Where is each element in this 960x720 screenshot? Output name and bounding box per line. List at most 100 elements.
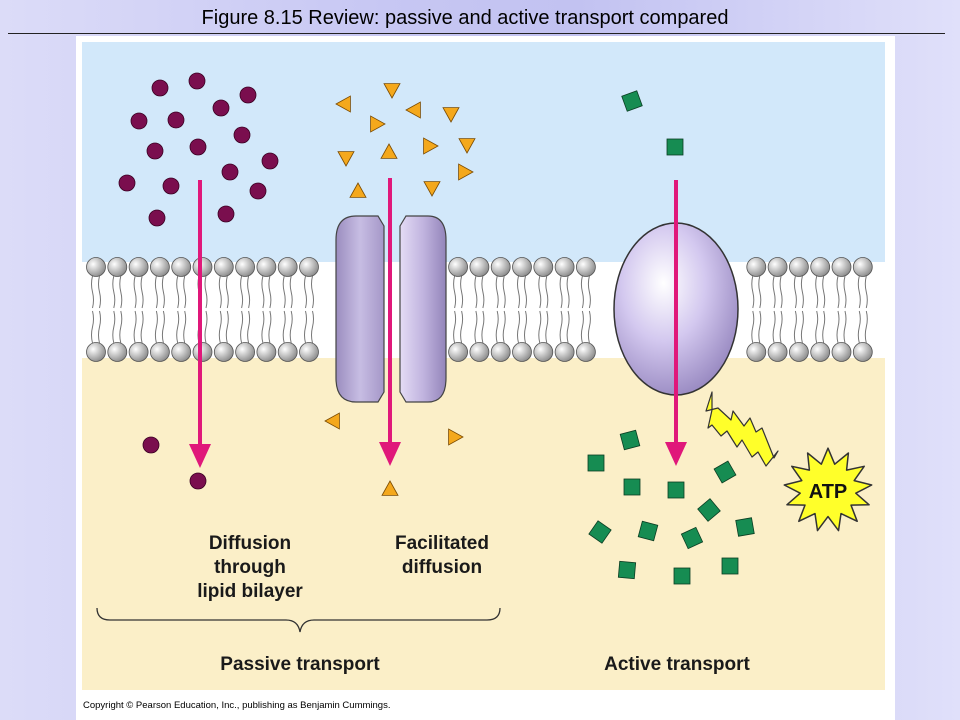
fatty-acid-tail [502,275,506,309]
solute-square-icon [680,526,704,550]
copyright-notice: Copyright © Pearson Education, Inc., pub… [83,700,391,711]
fatty-acid-tail [815,310,819,344]
phospholipid-head-icon [299,257,319,277]
active-transport-label: Active transport [604,654,750,675]
phospholipid-head-icon [299,342,319,362]
diffusion-arrow [189,180,211,468]
solute-triangle-icon [335,95,351,113]
phospholipid-head-icon [469,342,490,362]
phospholipid-head-icon [192,342,213,362]
fatty-acid-tail [289,310,293,344]
molecule-circle-icon [167,111,185,129]
fatty-acid-tail [460,310,464,344]
molecule-circle-icon [189,138,207,156]
solute-triangle-icon [383,83,401,99]
fatty-acid-tail [133,275,137,309]
fatty-acid-tail [857,310,861,344]
phospholipid-head-icon [107,342,128,362]
phospholipid-head-icon [277,342,298,362]
fatty-acid-tail [481,310,485,344]
phospholipid-head-icon [767,257,788,277]
fatty-acid-tail [154,310,158,344]
slide-title: Figure 8.15 Review: passive and active t… [201,7,729,29]
fatty-acid-tail [495,310,499,344]
fatty-acid-tail [218,275,222,309]
phospholipid-head-icon [448,342,469,362]
fatty-acid-tail [112,310,116,344]
solute-triangle-icon [458,163,474,181]
solute-triangle-icon [381,480,399,496]
title-divider [8,33,945,34]
fatty-acid-tail [857,275,861,309]
facilitated-caption-line-1: Facilitated [395,533,489,554]
diffusion-caption-line-2: through [214,557,286,578]
fatty-acid-tail [453,310,457,344]
solute-square-icon [735,517,755,537]
molecule-circle-icon [212,99,230,117]
solute-triangle-icon [458,138,476,154]
diffusion-caption: Diffusion through lipid bilayer [130,532,370,604]
solute-square-icon [666,138,684,156]
molecule-circle-icon [261,152,279,170]
channel-protein [335,215,447,403]
phospholipid-head-icon [533,257,554,277]
molecule-circle-icon [146,142,164,160]
phospholipid-head-icon [235,342,256,362]
fatty-acid-tail [822,310,826,344]
passive-transport-label: Passive transport [220,654,380,675]
fatty-acid-tail [545,275,549,309]
fatty-acid-tail [119,310,123,344]
phospholipid-head-icon [128,257,149,277]
fatty-acid-tail [119,275,123,309]
fatty-acid-tail [566,275,570,309]
molecule-circle-icon [130,112,148,130]
phospholipid-head-icon [149,257,170,277]
fatty-acid-tail [460,275,464,309]
solute-square-icon [637,520,659,542]
fatty-acid-tail [517,275,520,309]
molecule-circle-icon [189,472,207,490]
atp-burst-icon [783,447,873,532]
phospholipid-head-icon [746,257,767,277]
fatty-acid-tail [822,275,826,309]
molecule-circle-icon [221,163,239,181]
passive-transport-brace [96,607,501,633]
molecule-circle-icon [118,174,136,192]
fatty-acid-tail [772,310,776,344]
solute-triangle-icon [423,137,439,155]
solute-square-icon [721,557,739,575]
phospholipid-head-icon [448,257,469,277]
fatty-acid-tail [481,275,485,309]
phospholipid-head-icon [512,342,532,362]
active-transport-arrow [665,180,687,466]
fatty-acid-tail [545,310,549,344]
facilitated-diffusion-arrow [379,178,401,466]
fatty-acid-tail [758,275,762,309]
fatty-acid-tail [772,275,776,309]
solute-triangle-icon [324,412,340,430]
fatty-acid-tail [587,275,591,309]
fatty-acid-tail [98,310,101,344]
fatty-acid-tail [218,310,222,344]
solute-triangle-icon [423,181,441,197]
fatty-acid-tail [304,275,307,309]
fatty-acid-tail [176,310,180,344]
phospholipid-head-icon [213,257,234,277]
phospholipid-head-icon [213,342,234,362]
phospholipid-head-icon [831,257,852,277]
molecule-circle-icon [239,86,257,104]
phospholipid-head-icon [277,257,298,277]
molecule-circle-icon [249,182,267,200]
phospholipid-head-icon [554,342,575,362]
molecule-circle-icon [233,126,251,144]
phospholipid-head-icon [554,257,575,277]
fatty-acid-tail [758,310,762,344]
fatty-acid-tail [864,275,868,309]
fatty-acid-tail [538,275,542,309]
phospholipid-head-icon [256,257,277,277]
molecule-circle-icon [217,205,235,223]
fatty-acid-tail [204,310,208,344]
phospholipid-head-icon [171,257,192,277]
fatty-acid-tail [495,275,499,309]
molecule-circle-icon [162,177,180,195]
